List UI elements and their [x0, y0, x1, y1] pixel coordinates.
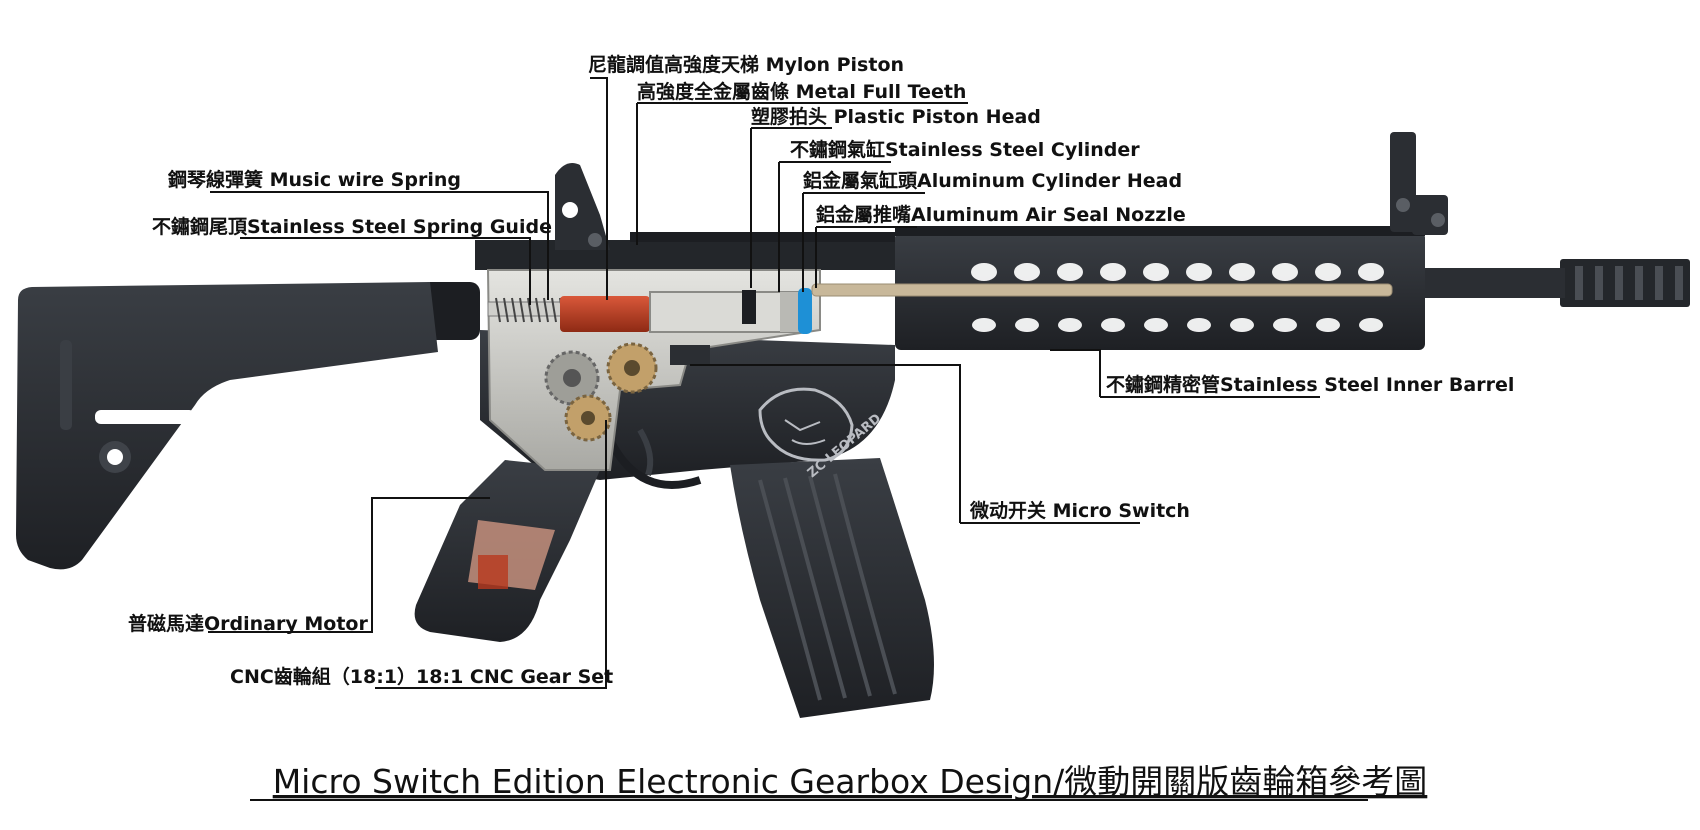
leader-stainless-cylinder: [778, 161, 891, 292]
leader-gear-set: [375, 420, 607, 689]
caption: Micro Switch Edition Electronic Gearbox …: [273, 762, 1428, 801]
label-aluminum-cylinder-head: 鋁金屬氣缸頭Aluminum Cylinder Head: [803, 169, 1182, 192]
leader-music-wire-spring: [210, 191, 549, 300]
leader-plastic-piston-head: [750, 127, 832, 288]
pistol-grip: [414, 460, 600, 642]
leader-inner-barrel: [1050, 349, 1320, 398]
label-gear-set: CNC齒輪組（18:1）18:1 CNC Gear Set: [230, 665, 613, 688]
front-sight: [1390, 132, 1448, 235]
micro-switch-part: [670, 345, 710, 365]
callout-labels: 尼龍調值高強度天梯 Mylon Piston 高強度全金屬齒條 Metal Fu…: [128, 53, 1514, 688]
leader-micro-switch: [690, 364, 1140, 524]
piston-part: [560, 296, 650, 332]
music-wire-spring-part: [495, 297, 573, 323]
rear-sight: [555, 162, 610, 250]
leader-metal-full-teeth: [636, 102, 968, 245]
cylinder-part: [649, 291, 801, 333]
flash-hider: [1560, 259, 1690, 307]
top-rail: [475, 232, 895, 270]
magazine: [730, 458, 934, 718]
buffer-tube: [420, 282, 480, 340]
label-spring-guide: 不鏽鋼尾頂Stainless Steel Spring Guide: [152, 215, 552, 238]
label-stainless-cylinder: 不鏽鋼氣缸Stainless Steel Cylinder: [790, 138, 1140, 161]
leader-spring-guide: [240, 237, 531, 305]
label-inner-barrel: 不鏽鋼精密管Stainless Steel Inner Barrel: [1106, 373, 1514, 396]
inner-barrel-part: [811, 283, 1393, 297]
label-plastic-piston-head: 塑膠拍头 Plastic Piston Head: [751, 105, 1041, 128]
nozzle-part: [798, 288, 812, 334]
piston-head-part: [742, 290, 756, 324]
label-mylon-piston: 尼龍調值高強度天梯 Mylon Piston: [588, 53, 904, 76]
leader-ordinary-motor: [208, 497, 490, 633]
label-micro-switch: 微动开关 Micro Switch: [969, 499, 1190, 522]
label-ordinary-motor: 普磁馬達Ordinary Motor: [128, 612, 368, 635]
leader-aluminum-nozzle: [815, 226, 917, 288]
outer-barrel: [1420, 268, 1565, 298]
rifle-illustration: ZC LEOPARD: [16, 132, 1690, 718]
gear-set-part: [544, 342, 658, 442]
gearbox-cutaway: [486, 269, 1393, 471]
stock: [16, 282, 438, 570]
cylinder-head-part: [780, 292, 800, 332]
label-aluminum-nozzle: 鋁金屬推嘴Aluminum Air Seal Nozzle: [816, 203, 1186, 226]
label-metal-full-teeth: 高強度全金屬齒條 Metal Full Teeth: [637, 80, 966, 103]
leader-aluminum-cylinder-head: [802, 192, 925, 292]
leader-lines: [208, 77, 1320, 689]
label-music-wire-spring: 鋼琴線彈簧 Music wire Spring: [167, 168, 461, 191]
